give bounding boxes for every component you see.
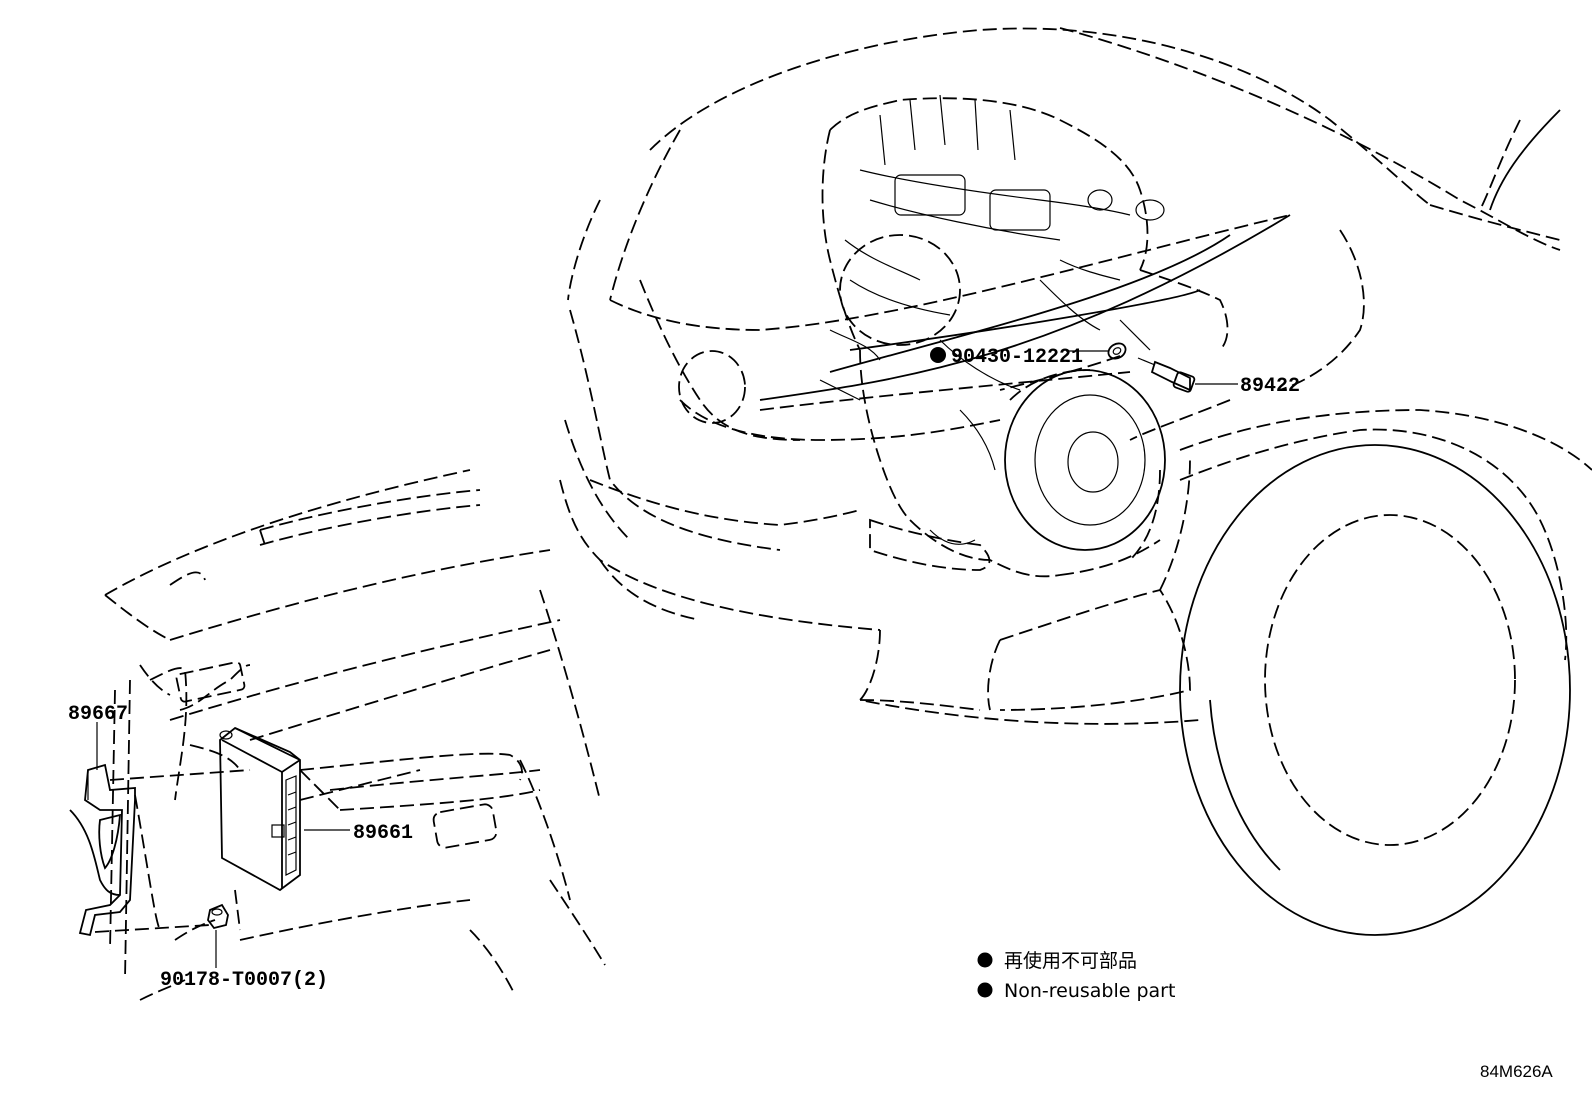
- bolt-90178: [207, 903, 229, 930]
- legend-english: Non-reusable part: [1004, 980, 1175, 1002]
- legend-japanese: 再使用不可部品: [1004, 950, 1137, 972]
- label-89422: 89422: [1240, 375, 1300, 398]
- gasket-90430: [1107, 342, 1127, 360]
- label-90178: 90178-T0007(2): [160, 969, 328, 992]
- bracket-89667: [69, 763, 136, 937]
- svg-text:89422: 89422: [1240, 375, 1300, 398]
- leader-lines-left: [94, 722, 421, 968]
- svg-text:89661: 89661: [353, 822, 413, 845]
- coolant-temp-sensor-89422: [1137, 357, 1196, 393]
- diagram-code: 84M626A: [1480, 1062, 1553, 1081]
- legend: 再使用不可部品 Non-reusable part: [977, 950, 1175, 1002]
- dashboard-outline: [104, 469, 606, 1001]
- ecu-89661: [219, 726, 301, 892]
- leader-lines-right: [999, 350, 1238, 441]
- legend-bullet-icon: [977, 952, 993, 968]
- legend-bullet-icon: [977, 982, 993, 998]
- svg-text:89667: 89667: [68, 703, 128, 726]
- label-90430: 90430-12221: [930, 346, 1083, 369]
- engine-assembly: [819, 94, 1229, 578]
- svg-text:90178-T0007(2): 90178-T0007(2): [160, 969, 328, 992]
- non-reusable-marker-icon: [930, 347, 946, 363]
- svg-text:90430-12221: 90430-12221: [951, 346, 1083, 369]
- label-89667: 89667: [68, 703, 128, 726]
- vehicle-front-outline: [559, 27, 1592, 936]
- label-89661: 89661: [353, 822, 413, 845]
